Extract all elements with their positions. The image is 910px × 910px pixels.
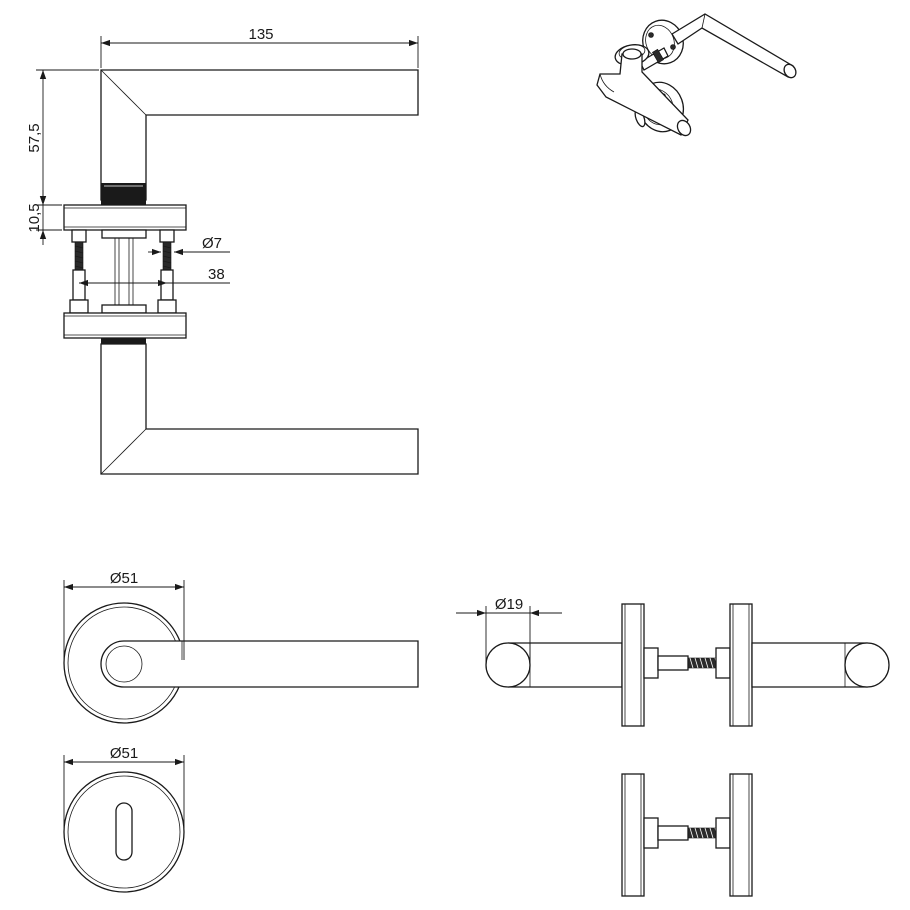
dimension-rose-diameter-key: Ø51 (63, 745, 185, 828)
dimension-rose-thickness: 10,5 (26, 190, 62, 245)
dimension-label-57-5: 57,5 (26, 123, 43, 152)
dimension-label-7: 7 (214, 235, 222, 252)
diameter-symbol: Ø (495, 596, 507, 613)
dimension-screw-diameter: Ø7 (148, 235, 230, 256)
front-view-key-escutcheon: Ø51 (63, 745, 185, 893)
front-view-handle: Ø51 (63, 570, 419, 724)
diameter-symbol: Ø (110, 745, 122, 762)
svg-text:Ø7: Ø7 (202, 235, 222, 252)
dimension-lever-length: 135 (100, 26, 419, 68)
svg-text:Ø51: Ø51 (110, 570, 138, 587)
dimension-label-19: 19 (506, 596, 523, 613)
dimension-label-51: 51 (121, 570, 138, 587)
lower-rose (63, 312, 187, 339)
diameter-symbol: Ø (202, 235, 214, 252)
dimension-label-51-key: 51 (121, 745, 138, 762)
dimension-label-10-5: 10,5 (26, 203, 43, 232)
dimension-label-38: 38 (208, 266, 225, 283)
isometric-view (596, 13, 797, 137)
upper-rose (63, 204, 187, 231)
dimension-label-135: 135 (248, 26, 273, 43)
side-elevation-view: 135 57,5 10,5 Ø7 38 (26, 26, 419, 475)
top-view-key-escutcheon-set (621, 773, 753, 897)
left-screw (69, 229, 89, 314)
upper-lever (100, 69, 419, 205)
dimension-rose-diameter-handle: Ø51 (63, 570, 185, 660)
dimension-screw-spacing: 38 (79, 266, 230, 287)
spindle (101, 229, 147, 314)
dimension-lever-diameter: Ø19 (456, 596, 562, 662)
svg-text:Ø51: Ø51 (110, 745, 138, 762)
diameter-symbol: Ø (110, 570, 122, 587)
top-view-handle-set: Ø19 (456, 596, 890, 727)
svg-text:Ø19: Ø19 (495, 596, 523, 613)
lower-lever (100, 338, 419, 475)
dimension-lever-height: 57,5 (26, 69, 99, 206)
right-screw (157, 229, 177, 314)
